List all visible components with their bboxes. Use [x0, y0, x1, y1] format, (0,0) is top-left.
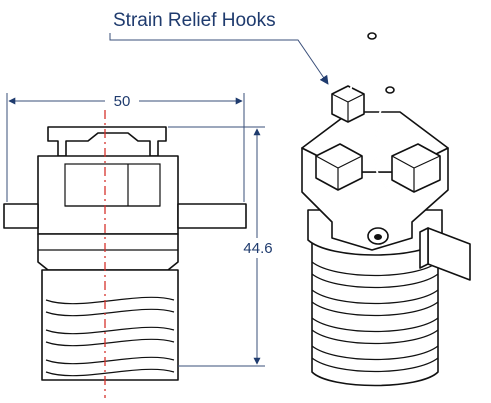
front-view: [3, 110, 247, 398]
top-clip: [47, 126, 167, 157]
iso-terminal-right: [391, 143, 441, 193]
iso-thread-lines: [311, 261, 439, 373]
width-dimension: 50: [6, 91, 245, 202]
left-side-tab: [3, 203, 39, 229]
socket-housing: [37, 155, 179, 235]
strain-relief-callout: Strain Relief Hooks: [109, 10, 329, 85]
height-dimension: 44.6: [168, 126, 280, 367]
height-value: 44.6: [243, 240, 272, 257]
thread-lines: [45, 296, 175, 377]
threaded-shell: [41, 269, 179, 381]
socket-collar: [37, 233, 179, 271]
iso-threaded-shell: [311, 237, 439, 387]
right-side-tab: [177, 203, 247, 229]
strain-relief-hooks-label: Strain Relief Hooks: [113, 10, 276, 31]
isometric-view: [301, 32, 471, 387]
width-value: 50: [114, 93, 131, 110]
callout-leader-arrow: [109, 33, 329, 85]
